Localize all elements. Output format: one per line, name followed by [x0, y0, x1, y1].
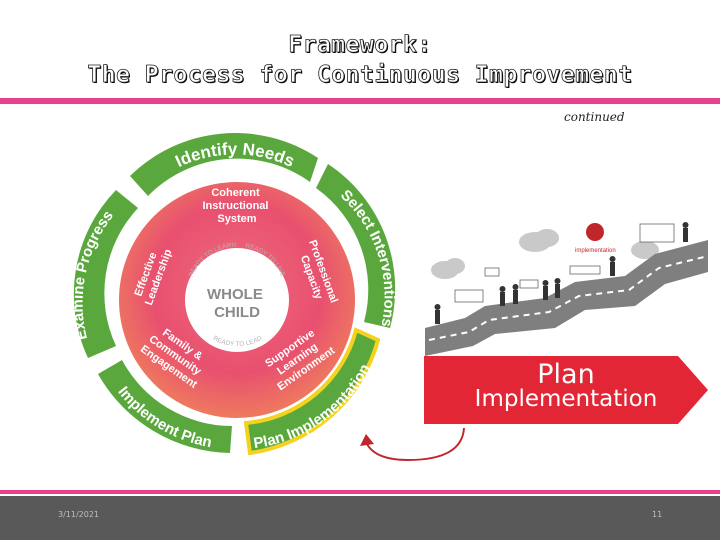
footer-date: 3/11/2021 [58, 510, 100, 519]
continued-label: continued [564, 110, 625, 124]
segment-implement-plan [98, 360, 232, 453]
footer-bar [0, 496, 720, 540]
continuous-improvement-wheel: Identify Needs Select Interventions Plan… [70, 133, 398, 456]
sign-boards [454, 223, 675, 303]
segment-select-interventions [316, 164, 396, 328]
cloud-icons [431, 229, 659, 279]
implementation-road-illustration: implementation [425, 222, 708, 356]
segment-plan-implementation [243, 327, 381, 456]
implementation-badge-label: implementation [575, 248, 616, 254]
title-divider [0, 98, 720, 104]
implementation-badge-icon [586, 223, 604, 241]
road-dashes [428, 255, 708, 341]
footer-divider [0, 490, 720, 494]
slide-number: 11 [652, 510, 663, 519]
segment-identify-needs [130, 133, 318, 196]
whole-child-center [185, 248, 289, 352]
whole-child-label: WHOLE CHILD [207, 286, 267, 321]
plan-banner-line-1: Plan [537, 359, 595, 390]
title-line-1: Framework: [288, 32, 432, 59]
curved-arrow-icon [360, 427, 465, 462]
segment-examine-progress [73, 190, 138, 358]
component-coherent-instructional-system: Coherent Instructional System [202, 187, 271, 225]
plan-banner-line-2: Implementation [474, 386, 658, 412]
road-shape [425, 240, 708, 356]
plan-implementation-banner [424, 356, 708, 424]
people-figures [434, 222, 689, 324]
title-line-2: The Process for Continuous Improvement [87, 62, 633, 89]
slide-title: Framework: The Process for Continuous Im… [0, 30, 720, 90]
